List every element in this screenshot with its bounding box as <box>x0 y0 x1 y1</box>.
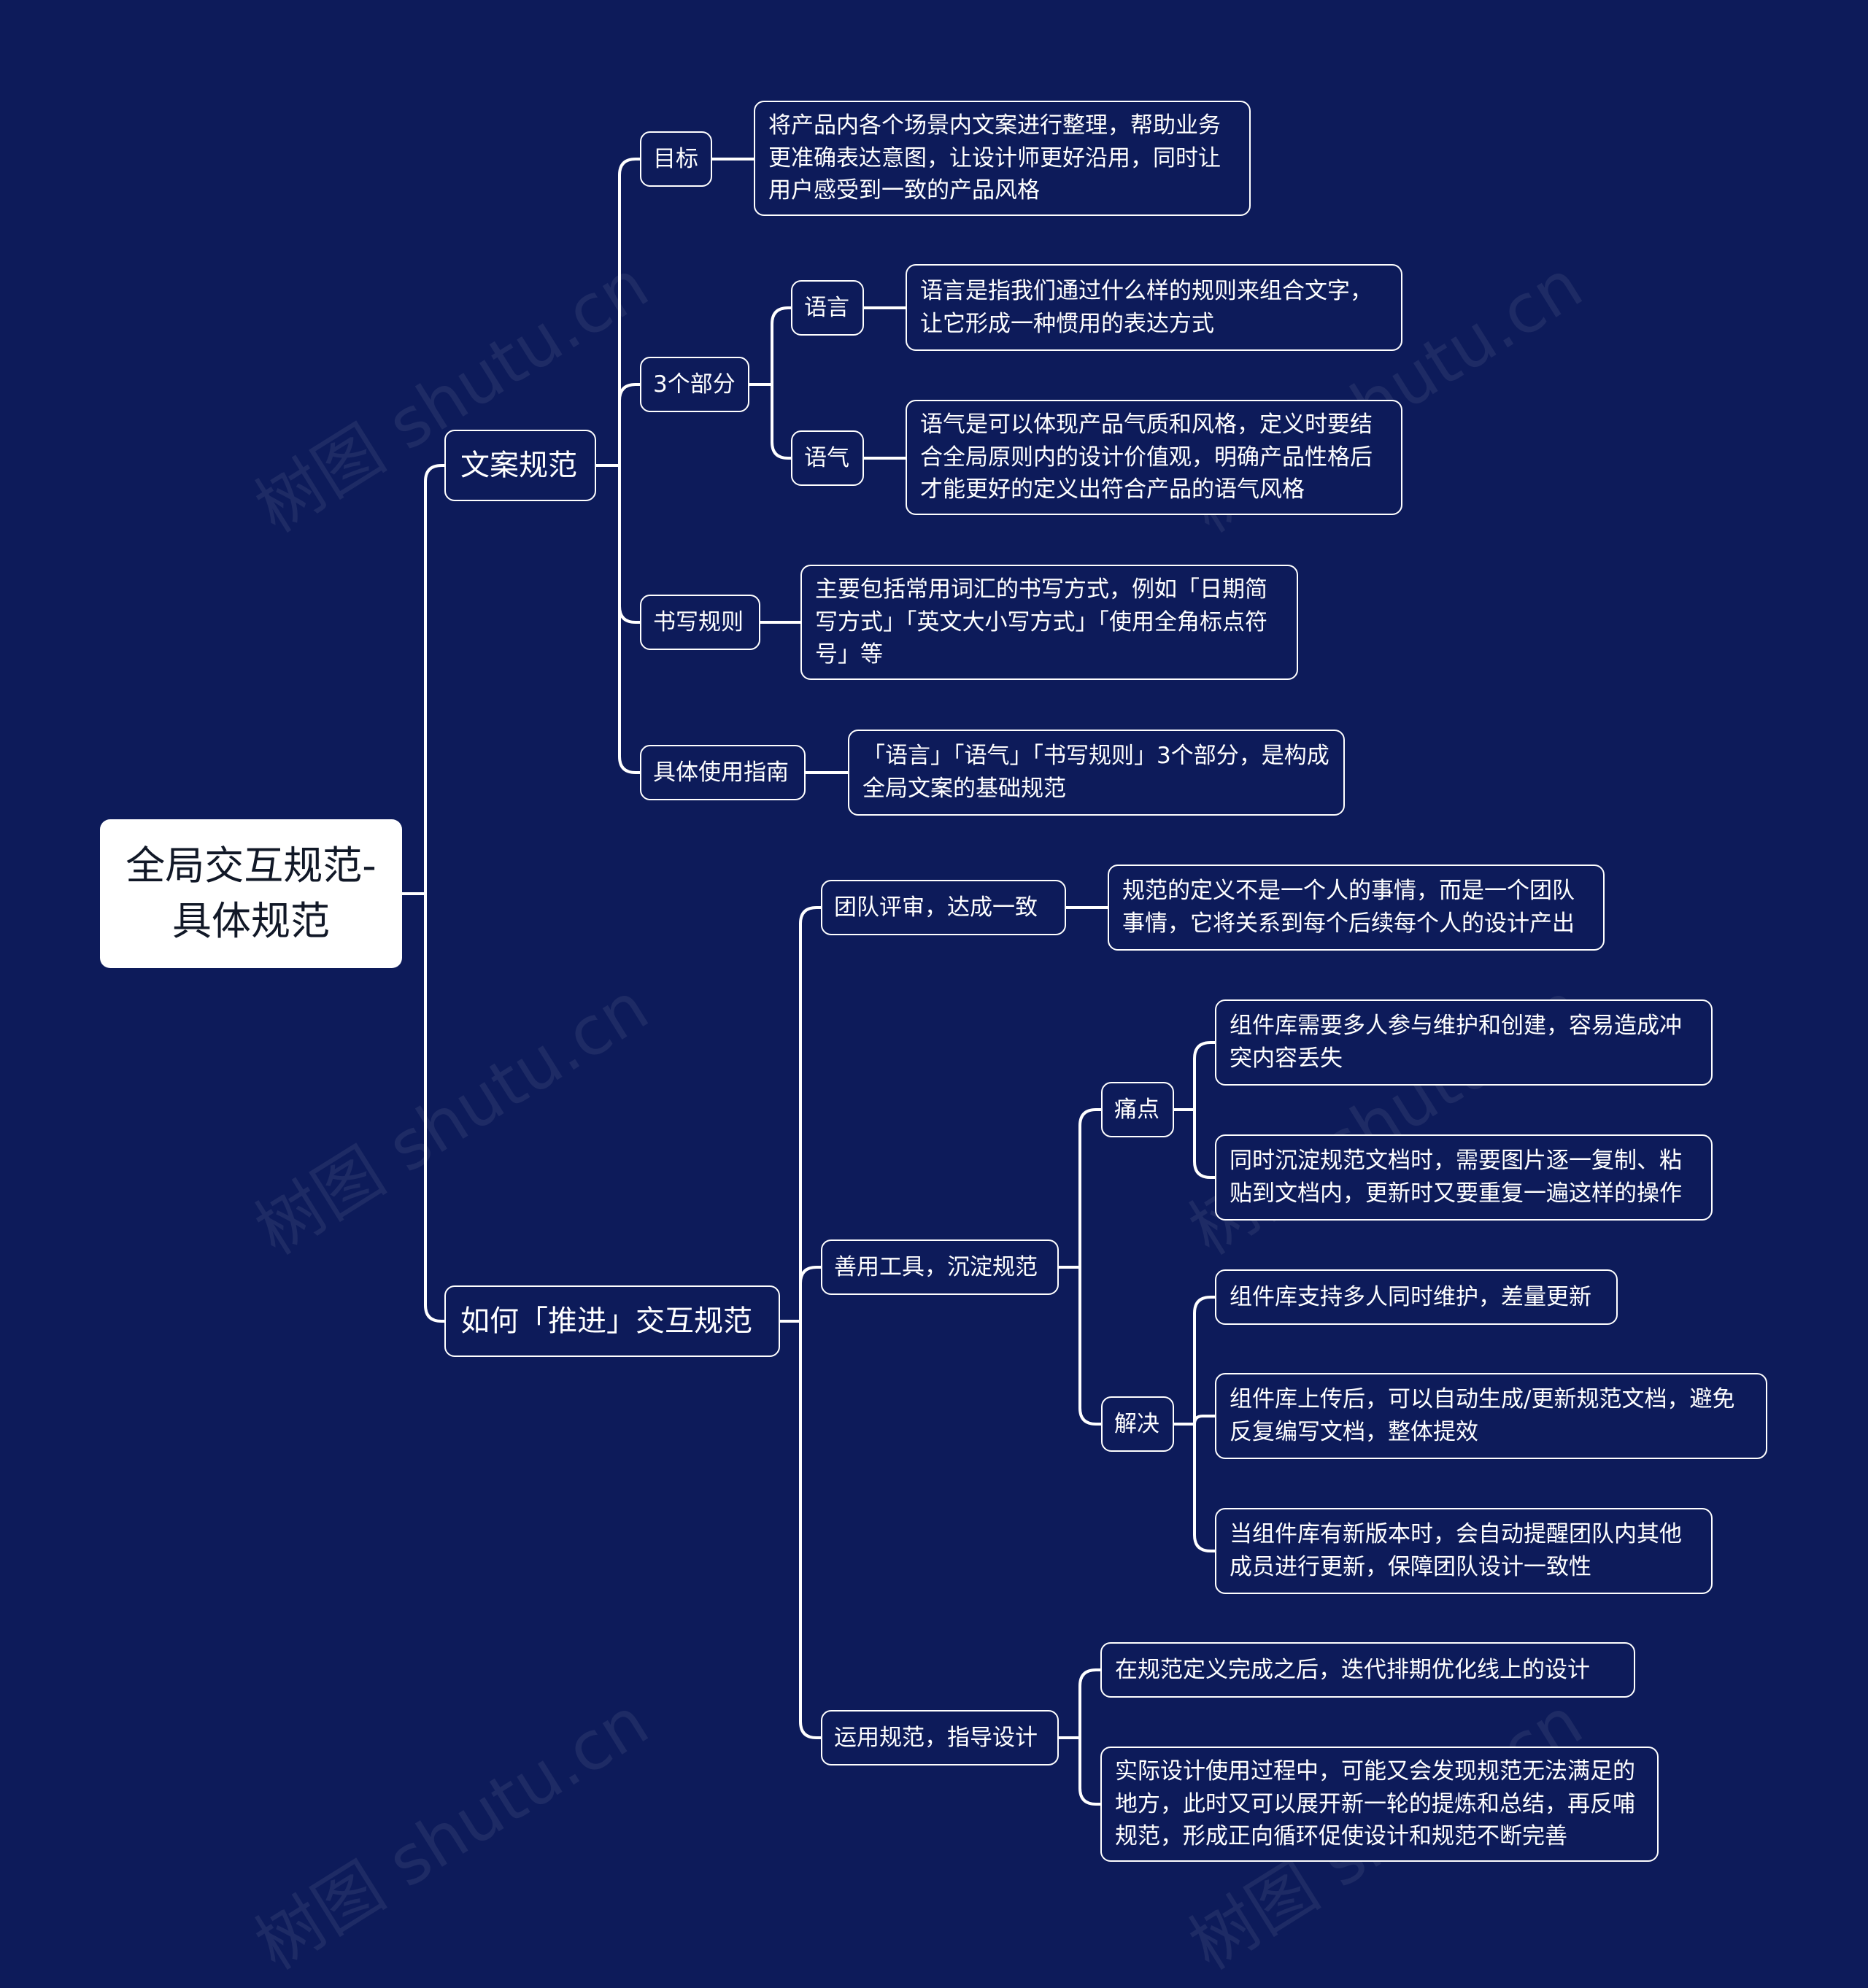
topic-tone[interactable]: 语气 <box>791 430 864 486</box>
connector-line <box>799 906 821 1321</box>
detail-apply-1[interactable]: 在规范定义完成之后，迭代排期优化线上的设计 <box>1100 1642 1635 1698</box>
detail-text: 在规范定义完成之后，迭代排期优化线上的设计 <box>1115 1656 1590 1683</box>
connector-line <box>799 1321 821 1739</box>
detail-text: 组件库支持多人同时维护，差量更新 <box>1230 1283 1591 1310</box>
branch-copy-spec[interactable]: 文案规范 <box>444 430 596 501</box>
topic-label: 运用规范，指导设计 <box>834 1724 1038 1751</box>
detail-text: 同时沉淀规范文档时，需要图片逐一复制、粘贴到文档内，更新时又要重复一遍这样的操作 <box>1230 1148 1682 1207</box>
detail-language[interactable]: 语言是指我们通过什么样的规则来组合文字，让它形成一种惯用的表达方式 <box>906 264 1402 351</box>
topic-label: 痛点 <box>1114 1096 1159 1123</box>
branch-promote-spec[interactable]: 如何「推进」交互规范 <box>444 1285 780 1357</box>
connector-line <box>618 383 640 465</box>
detail-team-review[interactable]: 规范的定义不是一个人的事情，而是一个团队事情，它将关系到每个后续每个人的设计产出 <box>1108 865 1605 951</box>
topic-apply-spec[interactable]: 运用规范，指导设计 <box>821 1710 1059 1765</box>
topic-team-review[interactable]: 团队评审，达成一致 <box>821 880 1066 935</box>
topic-label: 语气 <box>804 444 849 471</box>
detail-solution-1[interactable]: 组件库支持多人同时维护，差量更新 <box>1215 1269 1618 1325</box>
connector-line <box>1193 1424 1215 1552</box>
detail-writing-rules[interactable]: 主要包括常用词汇的书写方式，例如「日期简写方式」「英文大小写方式」「使用全角标点… <box>800 565 1298 680</box>
connector-line <box>424 464 444 894</box>
connector-line <box>1078 1668 1100 1738</box>
connector-line <box>1193 1415 1215 1425</box>
topic-solutions[interactable]: 解决 <box>1101 1396 1174 1452</box>
connector-line <box>618 465 640 774</box>
root-title-line-2: 具体规范 <box>172 898 330 944</box>
detail-solution-2[interactable]: 组件库上传后，可以自动生成/更新规范文档，避免反复编写文档，整体提效 <box>1215 1373 1767 1459</box>
detail-text: 规范的定义不是一个人的事情，而是一个团队事情，它将关系到每个后续每个人的设计产出 <box>1122 878 1575 937</box>
detail-pain-2[interactable]: 同时沉淀规范文档时，需要图片逐一复制、粘贴到文档内，更新时又要重复一遍这样的操作 <box>1215 1134 1713 1221</box>
topic-pain-points[interactable]: 痛点 <box>1101 1082 1174 1137</box>
detail-apply-2[interactable]: 实际设计使用过程中，可能又会发现规范无法满足的地方，此时又可以展开新一轮的提炼和… <box>1100 1747 1659 1862</box>
detail-tone[interactable]: 语气是可以体现产品气质和风格，定义时要结合全局原则内的设计价值观，明确产品性格后… <box>906 400 1402 515</box>
branch-label: 如何「推进」交互规范 <box>460 1304 752 1338</box>
detail-text: 将产品内各个场景内文案进行整理，帮助业务更准确表达意图，让设计师更好沿用，同时让… <box>768 112 1221 204</box>
detail-solution-3[interactable]: 当组件库有新版本时，会自动提醒团队内其他成员进行更新，保障团队设计一致性 <box>1215 1508 1713 1594</box>
detail-text: 主要包括常用词汇的书写方式，例如「日期简写方式」「英文大小写方式」「使用全角标点… <box>815 576 1267 668</box>
root-title-line-1: 全局交互规范- <box>126 843 377 889</box>
topic-goal[interactable]: 目标 <box>640 131 712 187</box>
connector-line <box>618 465 640 624</box>
topic-label: 善用工具，沉淀规范 <box>834 1253 1038 1280</box>
detail-text: 当组件库有新版本时，会自动提醒团队内其他成员进行更新，保障团队设计一致性 <box>1230 1521 1682 1580</box>
detail-text: 语言是指我们通过什么样的规则来组合文字，让它形成一种惯用的表达方式 <box>920 277 1373 337</box>
root-topic[interactable]: 全局交互规范- 具体规范 <box>100 819 402 968</box>
detail-text: 「语言」「语气」「书写规则」3个部分，是构成全局文案的基础规范 <box>862 743 1329 802</box>
topic-three-parts[interactable]: 3个部分 <box>640 357 749 412</box>
detail-goal[interactable]: 将产品内各个场景内文案进行整理，帮助业务更准确表达意图，让设计师更好沿用，同时让… <box>754 101 1251 216</box>
connector-line <box>1193 1041 1215 1110</box>
topic-label: 解决 <box>1114 1410 1159 1437</box>
topic-label: 书写规则 <box>653 608 744 635</box>
connector-line <box>1078 1108 1101 1267</box>
connector-line <box>1193 1110 1215 1179</box>
topic-language[interactable]: 语言 <box>791 280 864 336</box>
detail-text: 实际设计使用过程中，可能又会发现规范无法满足的地方，此时又可以展开新一轮的提炼和… <box>1115 1757 1635 1850</box>
topic-label: 团队评审，达成一致 <box>834 894 1038 921</box>
connector-line <box>799 1266 821 1321</box>
detail-pain-1[interactable]: 组件库需要多人参与维护和创建，容易造成冲突内容丢失 <box>1215 999 1713 1086</box>
connector-line <box>1078 1738 1100 1806</box>
topic-label: 语言 <box>804 294 849 321</box>
connector-line <box>771 306 791 384</box>
topic-usage-guide[interactable]: 具体使用指南 <box>640 745 806 800</box>
topic-label: 3个部分 <box>653 371 736 398</box>
detail-text: 组件库需要多人参与维护和创建，容易造成冲突内容丢失 <box>1230 1013 1682 1072</box>
detail-text: 语气是可以体现产品气质和风格，定义时要结合全局原则内的设计价值观，明确产品性格后… <box>920 411 1373 503</box>
branch-label: 文案规范 <box>460 449 577 482</box>
detail-usage-guide[interactable]: 「语言」「语气」「书写规则」3个部分，是构成全局文案的基础规范 <box>848 730 1345 816</box>
topic-label: 目标 <box>653 145 698 172</box>
topic-writing-rules[interactable]: 书写规则 <box>640 595 760 650</box>
topic-label: 具体使用指南 <box>653 759 789 786</box>
connector-line <box>1078 1267 1101 1426</box>
connector-line <box>771 384 791 460</box>
topic-use-tools[interactable]: 善用工具，沉淀规范 <box>821 1239 1059 1295</box>
connector-line <box>424 894 444 1323</box>
detail-text: 组件库上传后，可以自动生成/更新规范文档，避免反复编写文档，整体提效 <box>1230 1386 1735 1445</box>
connector-line <box>618 158 640 465</box>
connector-line <box>1193 1296 1215 1424</box>
